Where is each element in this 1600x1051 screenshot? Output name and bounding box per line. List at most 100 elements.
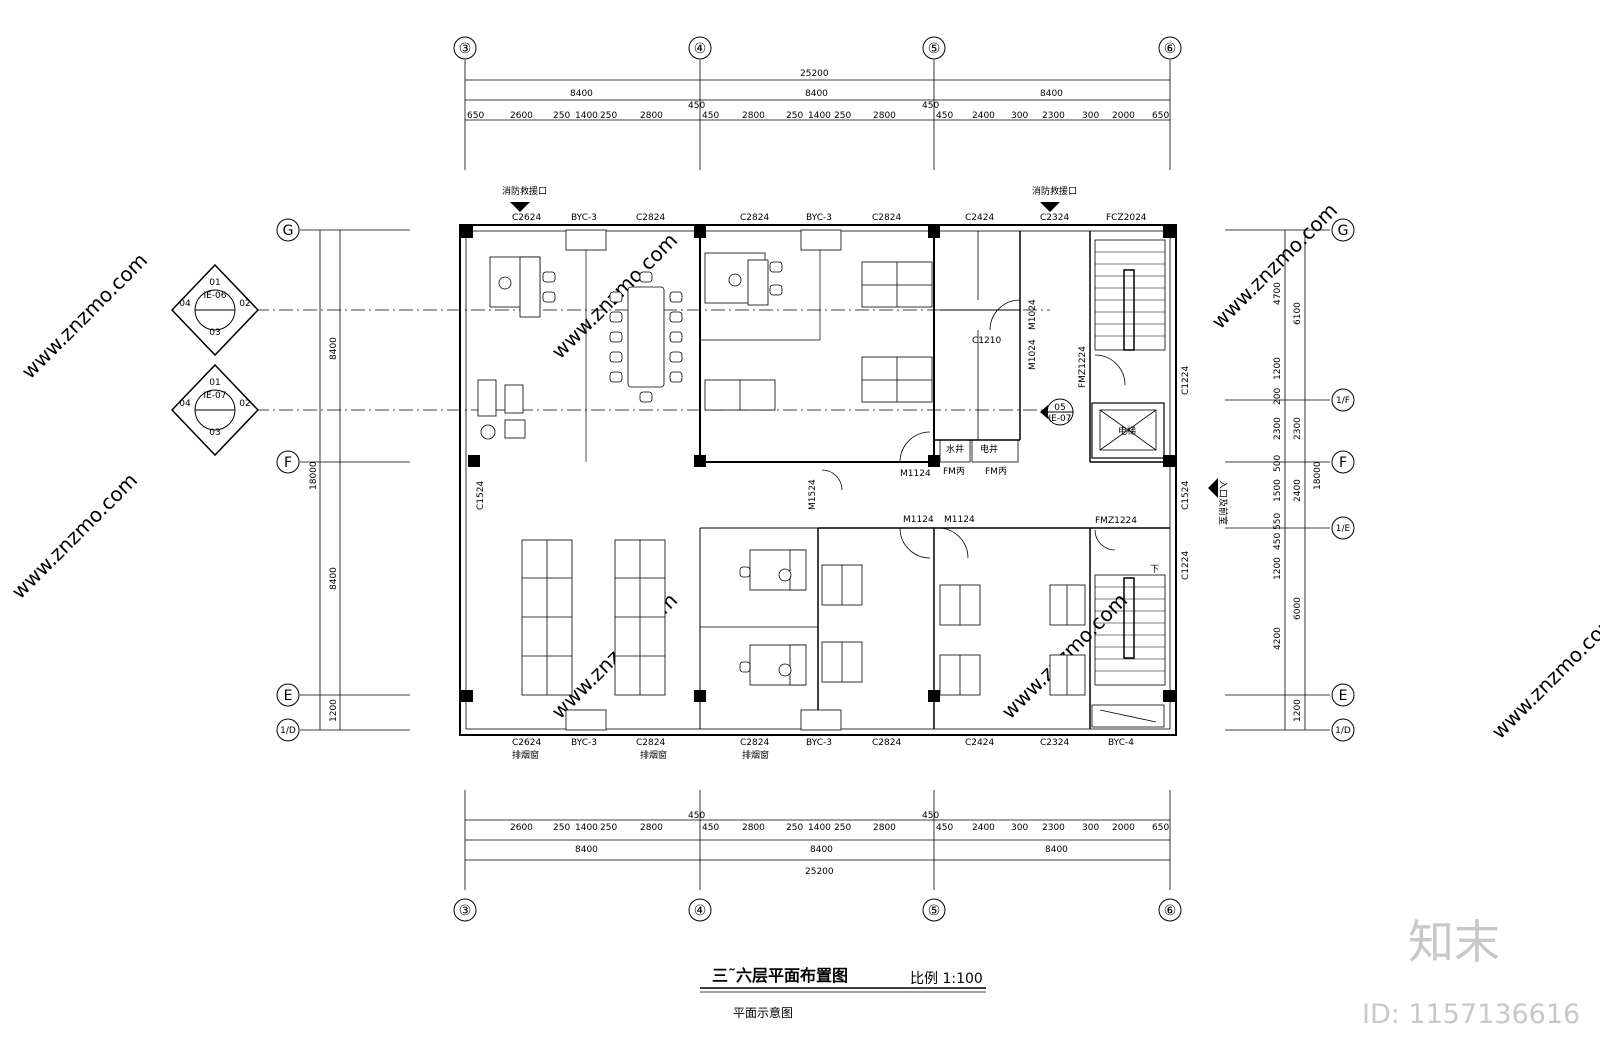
smoke-window-label: 排烟窗	[742, 749, 769, 761]
dim-detail: 650	[1152, 823, 1169, 833]
fire-rescue-label: 消防救援口	[1032, 185, 1077, 197]
smoke-window-label: 排烟窗	[512, 749, 539, 761]
door-label: M1124	[900, 469, 931, 479]
elevator-label: 电梯	[1118, 425, 1136, 437]
dim-detail: 450	[936, 823, 953, 833]
axis-label: F	[284, 455, 292, 471]
dim-detail: 250	[834, 111, 851, 121]
dim-right-inner: 200	[1273, 388, 1283, 405]
axis-label: G	[283, 223, 294, 239]
window-label: C2424	[965, 738, 994, 748]
window-label: C2824	[740, 213, 769, 223]
dim-detail: 2800	[640, 111, 663, 121]
windows	[565, 229, 842, 731]
axis-label: ⑤	[928, 41, 941, 57]
door-label: FM丙	[943, 466, 965, 477]
dim-bay: 8400	[805, 89, 828, 99]
fire-rescue-label: 消防救援口	[502, 185, 547, 197]
side-window-label: C1224	[1181, 551, 1191, 580]
elevation-marker: 01 02 03 04 IE-07	[170, 363, 260, 457]
elevation-marker: 01 02 03 04 IE-06	[170, 263, 260, 357]
window-label: C2824	[636, 738, 665, 748]
side-window-label: C1224	[1181, 366, 1191, 395]
dim-detail: 250	[786, 823, 803, 833]
dim-right-inner: 500	[1273, 455, 1283, 472]
door-label: FM丙	[985, 466, 1007, 477]
dim-detail: 250	[553, 111, 570, 121]
dim-detail: 250	[600, 111, 617, 121]
axis-bubbles: ③ ④ ⑤ ⑥ ③ ④ ⑤ ⑥ G F E 1/D G 1/F F 1/E E …	[276, 36, 1355, 922]
dim-right-inner: 1500	[1273, 479, 1283, 502]
axis-label: ③	[459, 903, 472, 919]
marker-ref: IE-07	[1048, 414, 1071, 424]
plan-subtitle: 平面示意图	[733, 1005, 793, 1020]
dim-detail: 300	[1011, 111, 1028, 121]
dim-lines-top	[319, 79, 1306, 861]
dim-detail: 2600	[510, 823, 533, 833]
dim-right-inner: 450	[1273, 533, 1283, 550]
axis-label: 1/F	[1336, 396, 1350, 406]
dim-detail: 300	[1082, 111, 1099, 121]
watermark-text: www.znzmo.com	[17, 248, 153, 384]
window-label: C1210	[972, 336, 1001, 346]
rescue-arrow-icon	[510, 202, 530, 212]
dim-detail: 450	[702, 823, 719, 833]
axis-bubble-y: G F E 1/D G 1/F F 1/E E 1/D	[276, 218, 1355, 742]
axis-label: ③	[459, 41, 472, 57]
dim-right-inner: 4700	[1273, 282, 1283, 305]
dim-right-inner: 2300	[1273, 417, 1283, 440]
dim-detail: 250	[834, 823, 851, 833]
dim-left: 1200	[329, 699, 339, 722]
dim-detail: 1400	[808, 111, 831, 121]
dim-detail: 2800	[742, 111, 765, 121]
dim-right-inner: 1200	[1273, 357, 1283, 380]
axis-label: ⑤	[928, 903, 941, 919]
window-label: C2624	[512, 738, 541, 748]
plan-scale: 比例 1:100	[910, 971, 983, 987]
stair-down-label: 下	[1150, 565, 1159, 575]
dim-bay: 8400	[1040, 89, 1063, 99]
dim-right-inner: 1200	[1273, 557, 1283, 580]
marker-no: 01	[209, 378, 220, 388]
axis-label: G	[1338, 223, 1349, 239]
dim-bay: 8400	[1045, 845, 1068, 855]
side-window-label: C1524	[476, 481, 486, 510]
window-label: C2324	[1040, 213, 1069, 223]
door-label: M1024	[1028, 339, 1038, 370]
plan-title: 三˜六层平面布置图	[712, 966, 848, 985]
dim-detail: 2300	[1042, 111, 1065, 121]
dim-detail: 2800	[742, 823, 765, 833]
axis-label: ④	[694, 41, 707, 57]
window-label: BYC-3	[571, 213, 597, 223]
door-label: M1524	[808, 479, 818, 510]
dim-detail: 2000	[1112, 823, 1135, 833]
dim-detail: 1400	[575, 111, 598, 121]
window-label: BYC-3	[571, 738, 597, 748]
dim-left: 8400	[329, 567, 339, 590]
window-label: FCZ2024	[1106, 213, 1147, 223]
dim-detail: 250	[553, 823, 570, 833]
door-label: M1024	[1028, 299, 1038, 330]
brand-id: ID: 1157136616	[1362, 999, 1580, 1030]
door-label: M1124	[903, 515, 934, 525]
dim-detail: 1400	[808, 823, 831, 833]
dim-detail: 300	[1011, 823, 1028, 833]
marker-ref: IE-07	[203, 391, 226, 401]
dim-detail: 2300	[1042, 823, 1065, 833]
window-label: C2824	[636, 213, 665, 223]
dim-detail: 300	[1082, 823, 1099, 833]
smoke-window-label: 排烟窗	[640, 749, 667, 761]
dim-detail: 2400	[972, 111, 995, 121]
stair-treads	[1095, 251, 1165, 672]
window-label: BYC-3	[806, 738, 832, 748]
dim-detail: 650	[467, 111, 484, 121]
axis-label: 1/D	[1335, 726, 1351, 736]
furniture	[477, 252, 807, 686]
window-label: C2624	[512, 213, 541, 223]
shaft-label: 水井	[946, 443, 964, 455]
dim-detail: 2800	[873, 823, 896, 833]
marker-no: 05	[1054, 403, 1065, 413]
dim-detail: 450	[688, 101, 705, 111]
dim-detail: 1400	[575, 823, 598, 833]
